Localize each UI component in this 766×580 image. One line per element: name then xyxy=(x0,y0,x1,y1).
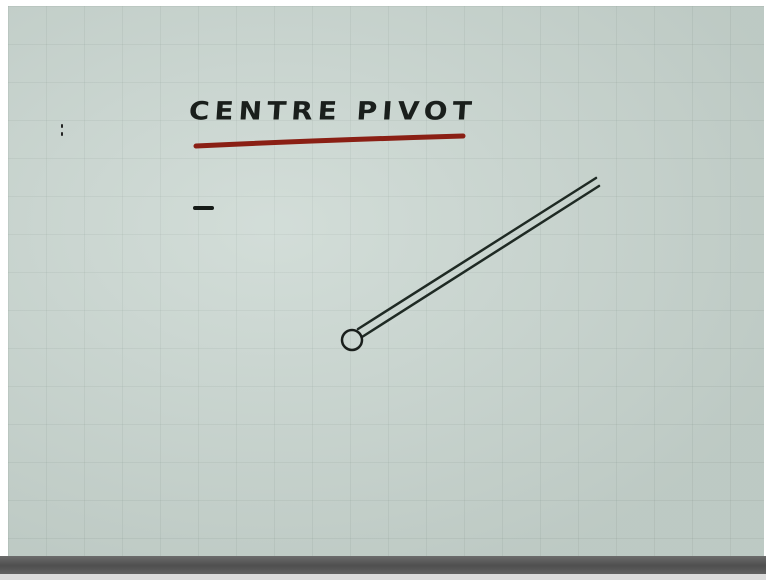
pivot-arm-line-bottom xyxy=(360,184,601,339)
pivot-point-circle xyxy=(340,328,364,352)
title-underline xyxy=(193,133,466,149)
pivot-arm-line-top xyxy=(356,176,598,331)
frame-bottom-edge xyxy=(0,574,766,580)
